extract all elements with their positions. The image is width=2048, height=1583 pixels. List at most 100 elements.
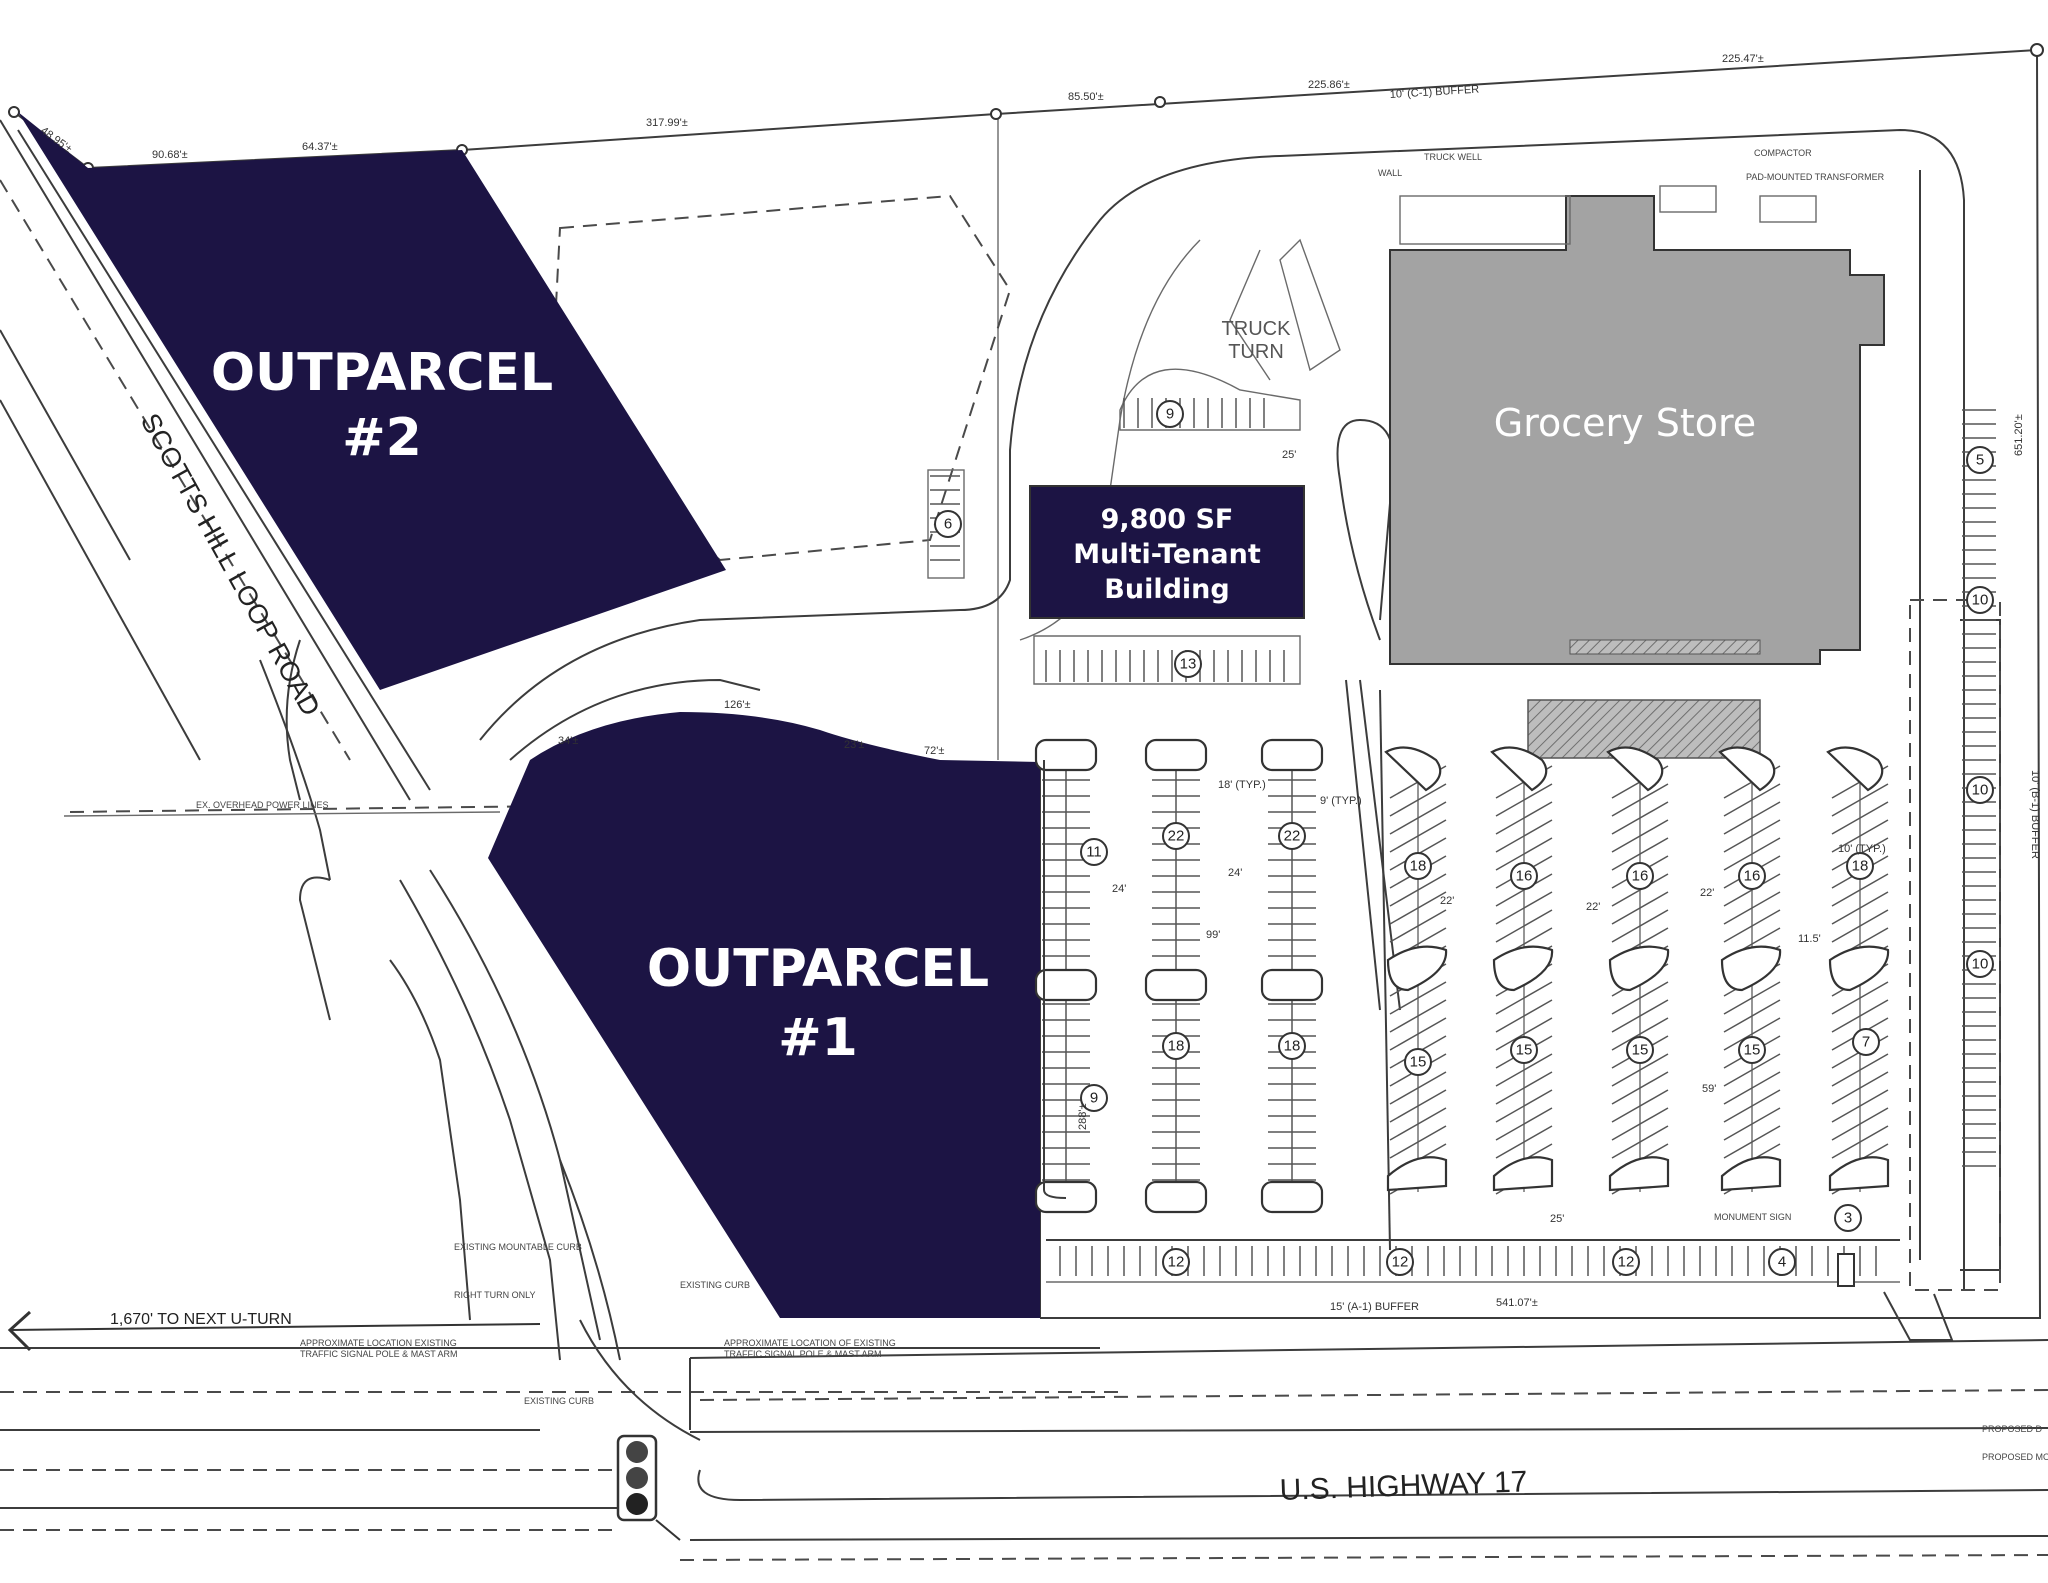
parking-stall-line: [1723, 783, 1781, 817]
stall-count-text: 9: [1166, 406, 1174, 423]
parking-stall-line: [1611, 819, 1669, 853]
dim-8: 651.20'±: [2013, 414, 2025, 456]
transformer-label: PAD-MOUNTED TRANSFORMER: [1746, 172, 1885, 182]
outparcel-2[interactable]: OUTPARCEL #2: [18, 112, 726, 690]
parking-stall-line: [1831, 999, 1889, 1033]
outparcel-1-line1: OUTPARCEL: [647, 939, 989, 999]
dim-22: 22': [1700, 887, 1714, 899]
stall-count-circle: [1278, 822, 1306, 850]
scotts-hill-road-lines: [0, 119, 1041, 881]
stall-count-badge: 18: [1162, 1032, 1190, 1060]
stall-count-circle: [1738, 1036, 1766, 1064]
outparcel-1[interactable]: OUTPARCEL #1: [488, 712, 1040, 1318]
entrance-median: [1883, 1291, 1954, 1341]
storefront-hatch: [1569, 639, 1761, 655]
parking-stall-line: [1831, 1089, 1889, 1123]
parking-island: [1386, 945, 1448, 992]
parking-stall-line: [1495, 1017, 1553, 1051]
stall-count-circle: [1510, 862, 1538, 890]
stall-count-badge: 10: [1966, 776, 1994, 804]
multi-tenant-building[interactable]: 9,800 SF Multi-Tenant Building: [1029, 485, 1305, 619]
overhead-lines-label: EX. OVERHEAD POWER LINES: [196, 800, 329, 810]
left-curbs: [298, 869, 701, 1441]
parking-stall-line: [1723, 1089, 1781, 1123]
stall-count-text: 22: [1168, 828, 1185, 845]
stall-count-circle: [1626, 862, 1654, 890]
parking-stall-line: [1723, 1125, 1781, 1159]
parking-island: [1828, 1156, 1890, 1192]
parking-island: [1144, 738, 1208, 772]
dim-16: 24': [1228, 867, 1242, 879]
stall-count-text: 11: [1086, 844, 1102, 861]
wall-label: WALL: [1378, 168, 1402, 178]
existing-curb-label-1: EXISTING CURB: [680, 1280, 750, 1290]
parking-island: [1034, 968, 1098, 1002]
stall-count-text: 15: [1410, 1054, 1427, 1071]
parking-island: [1260, 738, 1324, 772]
parking-stall-line: [1389, 873, 1447, 907]
traffic-signal-icon: [616, 1434, 681, 1541]
signal-pole-1-line2: TRAFFIC SIGNAL POLE & MAST ARM: [300, 1349, 458, 1359]
parking-island: [1720, 945, 1782, 992]
stall-count-text: 16: [1632, 868, 1649, 885]
stall-count-badge: 9: [1156, 400, 1184, 428]
proposed-label-2: PROPOSED MOU: [1982, 1452, 2048, 1462]
parking-stall-line: [1495, 1071, 1553, 1105]
stall-count-circle: [1510, 1036, 1538, 1064]
stall-count-text: 22: [1284, 828, 1301, 845]
parking-stall-line: [1495, 1125, 1553, 1159]
signal-pole-2-line2: TRAFFIC SIGNAL POLE & MAST ARM: [724, 1349, 882, 1359]
parking-stall-line: [1723, 1071, 1781, 1105]
stall-count-text: 12: [1168, 1254, 1185, 1271]
u-turn-arrow-icon: [7, 1310, 541, 1352]
stall-count-text: 15: [1744, 1042, 1761, 1059]
stall-count-text: 3: [1844, 1210, 1852, 1227]
parking-stall-line: [1495, 783, 1553, 817]
parking-stall-line: [1723, 1107, 1781, 1141]
highway-lines: [0, 1339, 2048, 1561]
stall-count-badge: 22: [1278, 822, 1306, 850]
dim-15: 24': [1112, 883, 1126, 895]
stall-count-text: 10: [1972, 592, 1989, 609]
stall-count-badge: 15: [1738, 1036, 1766, 1064]
parking-stall-line: [1389, 909, 1447, 943]
dim-20: 22': [1440, 895, 1454, 907]
stall-count-circle: [1852, 1028, 1880, 1056]
parking-stall-line: [1389, 999, 1447, 1033]
dim-12: 72'±: [924, 745, 944, 757]
buffer-bottom-label: 15' (A-1) BUFFER: [1330, 1301, 1419, 1313]
parking-stall-line: [1723, 999, 1781, 1033]
stall-count-badge: 16: [1738, 862, 1766, 890]
parking-island: [1144, 1180, 1208, 1214]
parking-island: [1034, 738, 1098, 772]
parking-stall-line: [1389, 1017, 1447, 1051]
dim-4: 317.99'±: [646, 117, 688, 129]
multi-tenant-line1: 9,800 SF: [1101, 504, 1234, 535]
existing-curb-label-2: EXISTING CURB: [524, 1396, 594, 1406]
stall-count-circle: [1386, 1248, 1414, 1276]
stall-count-badge: 5: [1966, 446, 1994, 474]
parking-stall-line: [1611, 981, 1669, 1015]
stall-count-circle: [1768, 1248, 1796, 1276]
outparcel-2-line1: OUTPARCEL: [211, 343, 553, 403]
buffer-right-label: 10' (B-1) BUFFER: [2029, 770, 2041, 859]
stall-count-circle: [1404, 1048, 1432, 1076]
parking-stall-line: [1495, 1107, 1553, 1141]
dim-3: 64.37'±: [302, 141, 338, 153]
parking-stall-line: [1389, 801, 1447, 835]
stall-count-badge: 18: [1278, 1032, 1306, 1060]
stall-count-circle: [1834, 1204, 1862, 1232]
truck-dock: [1119, 185, 1817, 431]
parking-stall-line: [1389, 981, 1447, 1015]
stall-count-badge: 11: [1080, 838, 1108, 866]
stall-count-badge: 10: [1966, 586, 1994, 614]
stall-count-text: 15: [1516, 1042, 1533, 1059]
stall-count-badge: 18: [1846, 852, 1874, 880]
dim-7: 225.47'±: [1722, 53, 1764, 65]
stall-count-badge: 12: [1612, 1248, 1640, 1276]
grocery-store[interactable]: Grocery Store: [1389, 195, 1885, 759]
stall-count-circle: [1738, 862, 1766, 890]
parking-stall-line: [1611, 1107, 1669, 1141]
truck-well-label: TRUCK WELL: [1424, 152, 1482, 162]
stall-count-badge: 9: [1080, 1084, 1108, 1112]
